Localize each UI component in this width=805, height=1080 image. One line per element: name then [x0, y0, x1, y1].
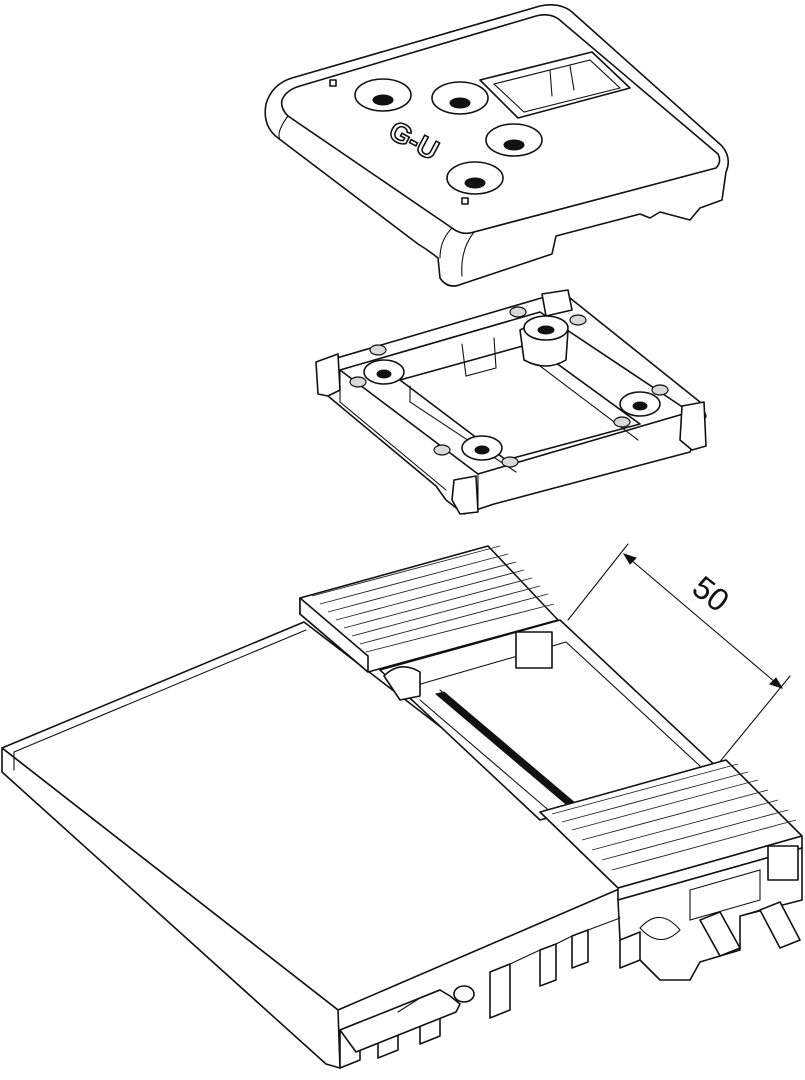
frame-boss-4: [461, 435, 503, 461]
frame-boss-1: [519, 315, 569, 367]
ridged-strip-back: [299, 545, 559, 673]
rail-box-front: [767, 845, 799, 881]
frame-boss-3: [619, 391, 661, 417]
cap-hole-3: [485, 123, 543, 157]
frame-tab-right: [679, 401, 707, 451]
marker-square-1: [329, 79, 337, 87]
profile-hook: [453, 985, 475, 1003]
ridged-strip-front: [539, 759, 803, 901]
frame-screws: [349, 306, 669, 468]
cap-slot: [479, 51, 631, 119]
rail-box-back: [515, 631, 553, 669]
frame-tab-left: [315, 353, 341, 397]
frame-tab-back: [541, 289, 573, 317]
frame-boss-2: [363, 359, 405, 385]
cap-hole-1: [354, 78, 412, 112]
cap-hole-4: [446, 161, 504, 195]
cap-hole-2: [431, 81, 489, 115]
cover-cap: G-U: [264, 4, 730, 287]
mounting-frame: [315, 289, 707, 515]
frame-tab-front: [451, 475, 479, 515]
marker-square-2: [461, 197, 469, 205]
dimension-label: 50: [686, 569, 736, 619]
profile-rail: [1, 545, 803, 1069]
